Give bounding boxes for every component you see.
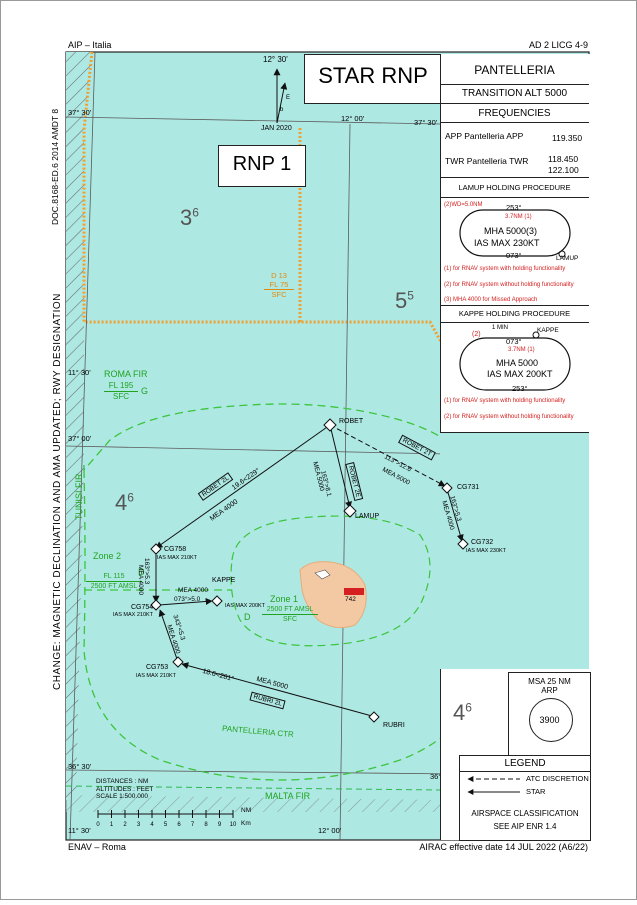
island-relief — [314, 569, 331, 580]
hatch-left-top — [66, 52, 92, 460]
grid-lon-1130 — [69, 51, 96, 841]
zone1-boundary — [230, 515, 431, 647]
grid-lat-3730 — [65, 116, 441, 125]
malta-fir-boundary — [65, 785, 441, 791]
hatch-bottom — [66, 795, 440, 812]
grid-lat-3630 — [65, 769, 461, 775]
